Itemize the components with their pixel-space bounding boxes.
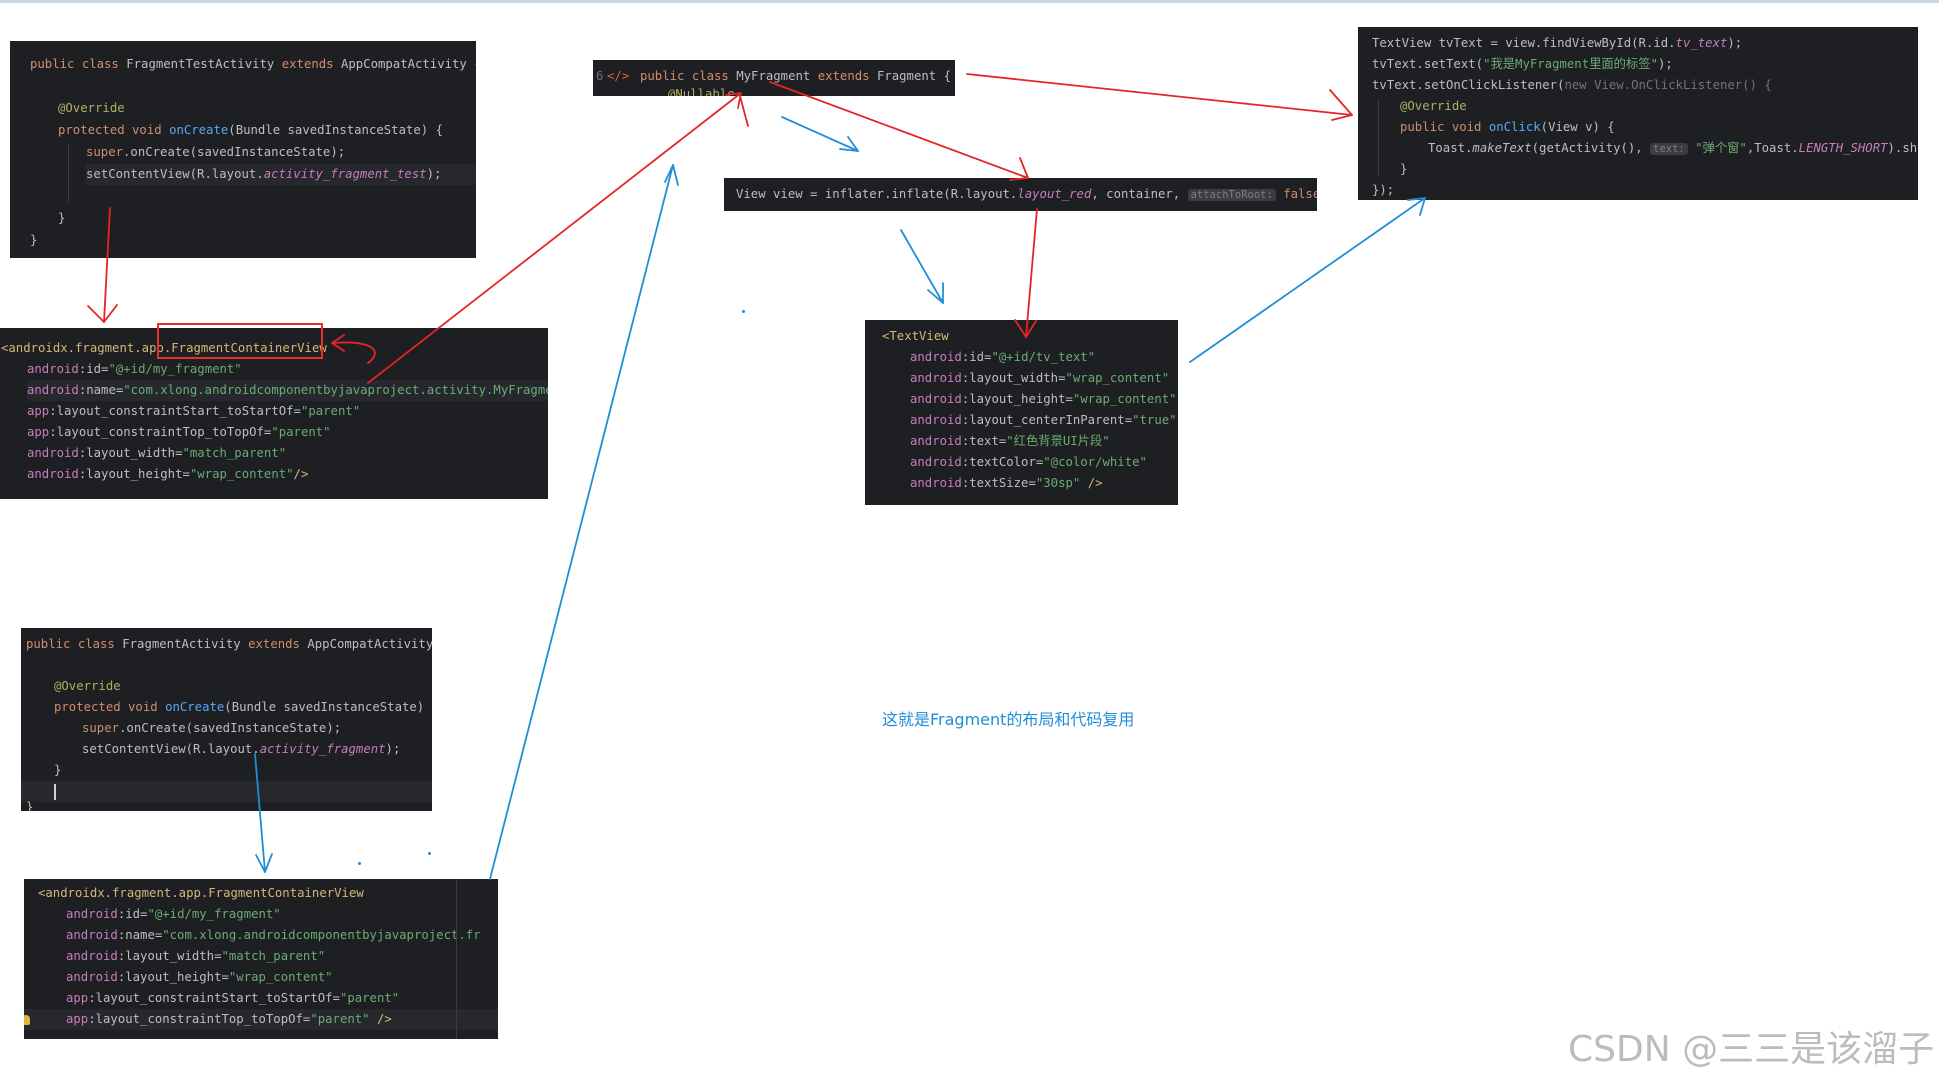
code-panel-container-view-xml-2: <androidx.fragment.app.FragmentContainer… bbox=[24, 879, 498, 1039]
red-arrow-xml-to-myfragment bbox=[367, 92, 742, 384]
red-arrow-activity-to-xml bbox=[87, 207, 118, 323]
red-arrow-myfragment-to-inflate bbox=[769, 81, 1029, 181]
stray-dot bbox=[428, 852, 431, 855]
blue-arrow-myfragment-to-inflate bbox=[781, 116, 859, 152]
blue-arrow-activity-to-xml2 bbox=[254, 753, 273, 873]
red-arrow-myfragment-tick bbox=[739, 95, 749, 127]
code-icon: </> bbox=[607, 69, 630, 83]
blue-arrow-inflate-to-textview-xml bbox=[900, 229, 944, 304]
red-arrow-myfragment-to-textviewcode bbox=[966, 73, 1353, 121]
code-panel-inflate: View view = inflater.inflate(R.layout.la… bbox=[724, 178, 1317, 211]
blue-arrow-xml2-to-myfragment bbox=[489, 164, 679, 880]
caption-text: 这就是Fragment的布局和代码复用 bbox=[882, 710, 1135, 729]
stray-dot bbox=[742, 310, 745, 313]
stray-dot bbox=[358, 862, 361, 865]
code-panel-container-view-xml: <androidx.fragment.app.FragmentContainer… bbox=[0, 328, 548, 499]
code-panel-myfragment-class: 6 </> public class MyFragment extends Fr… bbox=[593, 60, 955, 96]
top-border bbox=[0, 0, 1939, 3]
code-panel-fragment-activity: public class FragmentActivity extends Ap… bbox=[21, 628, 432, 811]
highlight-box-container-view bbox=[157, 323, 323, 359]
lightbulb-icon bbox=[24, 1015, 30, 1025]
code-panel-fragment-test-activity: public class FragmentTestActivity extend… bbox=[10, 41, 476, 258]
code-panel-textview-java: TextView tvText = view.findViewById(R.id… bbox=[1358, 27, 1918, 200]
red-arrow-inflate-to-textview-xml bbox=[1014, 208, 1038, 338]
code-panel-textview-xml: <TextView android:id="@+id/tv_text" andr… bbox=[865, 320, 1178, 505]
blue-arrow-textview-xml-to-code bbox=[1189, 197, 1426, 363]
csdn-watermark: CSDN @三三是该溜子 bbox=[1568, 1029, 1935, 1070]
red-arrow-xml-to-box bbox=[331, 334, 376, 364]
